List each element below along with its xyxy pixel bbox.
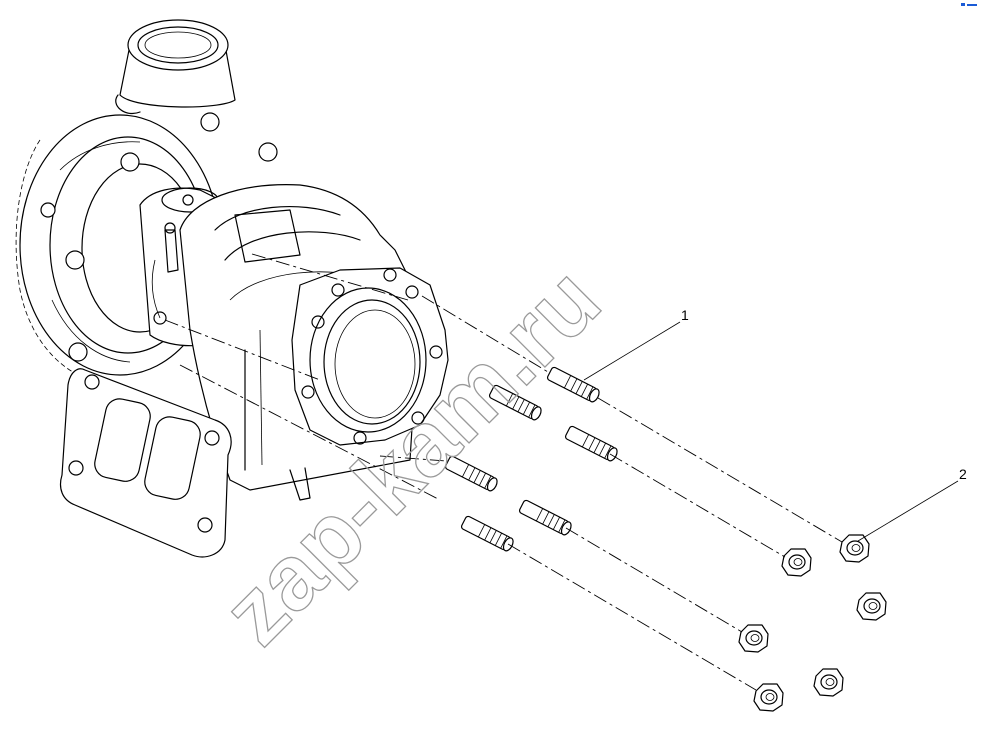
- stud: [518, 499, 572, 536]
- compressor-outlet: [115, 19, 236, 115]
- callout-1-leader: [583, 321, 681, 381]
- turbine-inlet-flange: [59, 368, 232, 558]
- stud: [546, 366, 600, 403]
- callout-2: 2: [857, 466, 967, 542]
- callout-2-leader: [857, 480, 959, 542]
- nuts-group: [738, 534, 887, 712]
- nut: [753, 683, 784, 712]
- drain-fitting: [289, 467, 311, 501]
- callout-1-label: 1: [681, 307, 689, 323]
- callout-1: 1: [583, 307, 689, 381]
- nut: [781, 548, 812, 577]
- stud: [488, 384, 542, 421]
- nut: [738, 624, 769, 653]
- stud: [564, 425, 618, 462]
- callout-2-label: 2: [959, 466, 967, 482]
- nut: [856, 592, 887, 621]
- turbine-outlet-flange: [291, 267, 449, 446]
- stud: [460, 515, 514, 552]
- stud: [444, 455, 498, 492]
- nut: [813, 668, 844, 697]
- corner-mark-icon: [961, 3, 977, 6]
- assembly-centerlines: [164, 253, 843, 691]
- turbocharger-assembly: [15, 19, 449, 558]
- nut: [839, 534, 870, 563]
